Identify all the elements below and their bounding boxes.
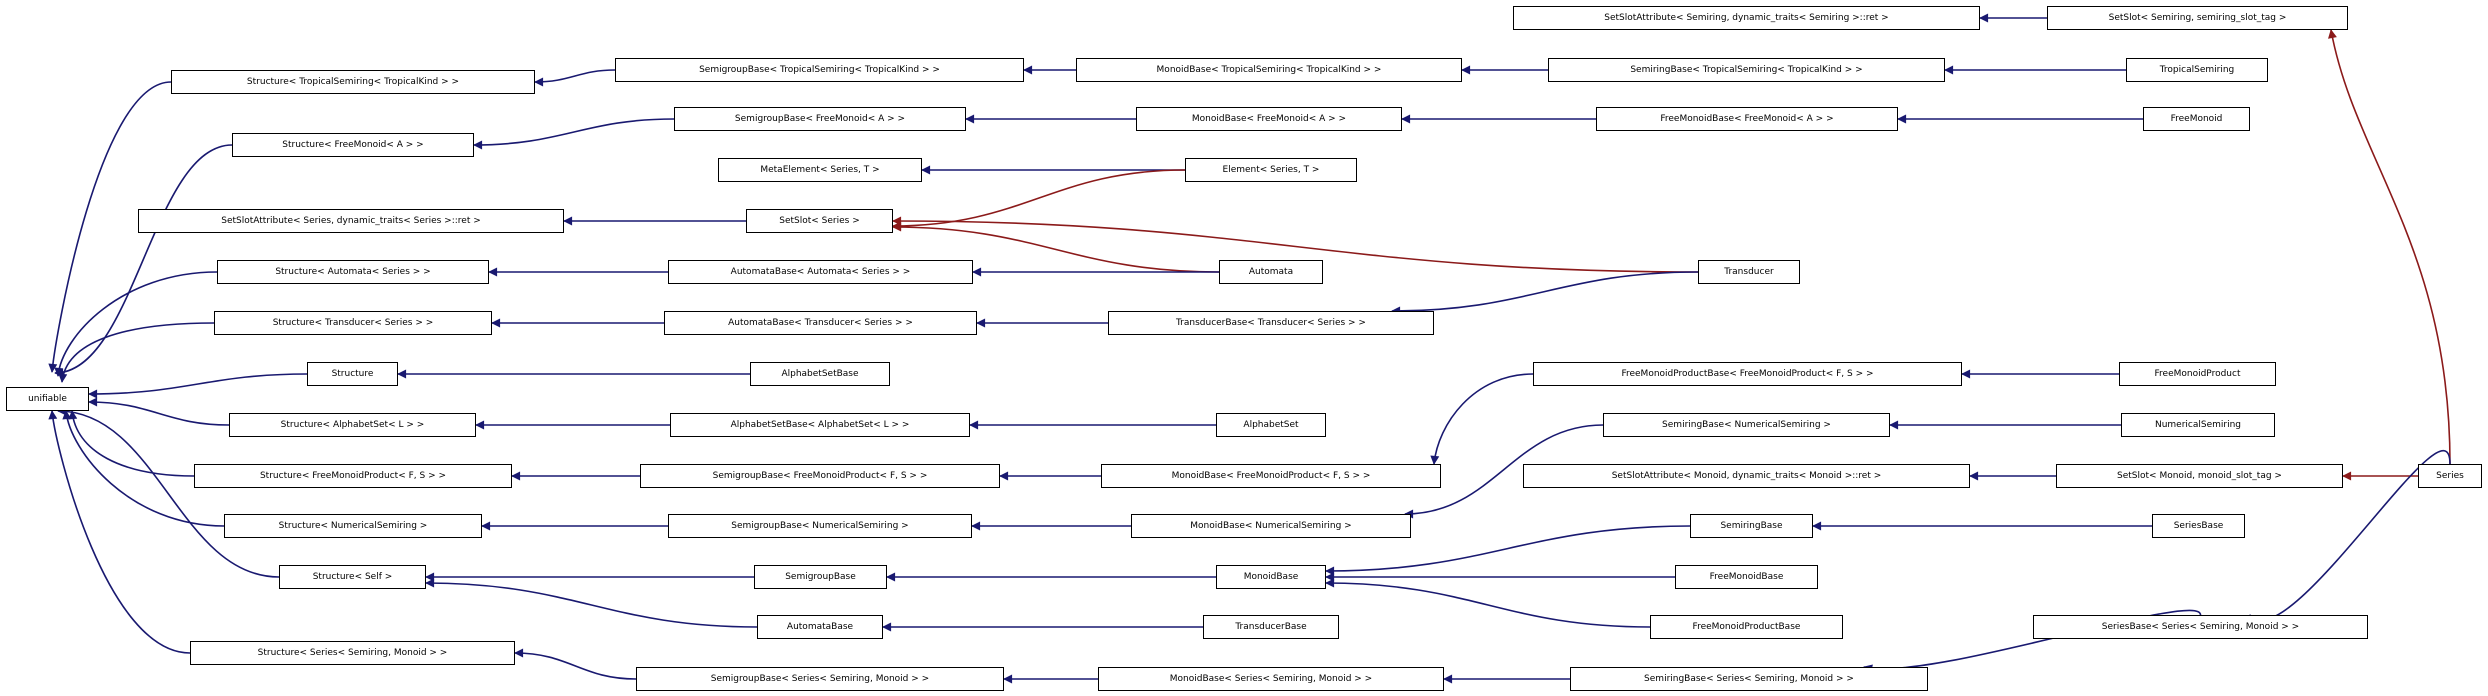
class-node-abs-alpha[interactable]: AlphabetSetBase< AlphabetSet< L > > — [670, 413, 970, 437]
class-node-alphabetset[interactable]: AlphabetSet — [1216, 413, 1326, 437]
edge-usage-automata-to-setslot_series — [892, 222, 1220, 273]
class-node-mb-series[interactable]: MonoidBase< Series< Semiring, Monoid > > — [1098, 667, 1444, 691]
class-node-tb-trans[interactable]: TransducerBase< Transducer< Series > > — [1108, 311, 1434, 335]
class-node-abs-base[interactable]: AlphabetSetBase — [750, 362, 890, 386]
edge-inheritance-transducer-to-tb_trans — [1391, 271, 1699, 316]
class-node-seriesbase[interactable]: SeriesBase — [2152, 514, 2245, 538]
class-node-st-series[interactable]: Structure< Series< Semiring, Monoid > > — [190, 641, 515, 665]
class-node-ab-base[interactable]: AutomataBase — [757, 615, 883, 639]
edge-usage-series-to-setslot_semiring — [2328, 29, 2451, 465]
edge-inheritance-st_trop-to-unifiable — [48, 81, 172, 373]
class-node-transducer[interactable]: Transducer — [1698, 260, 1800, 284]
class-node-sg-num[interactable]: SemigroupBase< NumericalSemiring > — [668, 514, 972, 538]
class-node-sg-trop[interactable]: SemigroupBase< TropicalSemiring< Tropica… — [615, 58, 1024, 82]
edge-inheritance-srb_num-to-mb_num — [1404, 424, 1604, 519]
class-node-st-fm[interactable]: Structure< FreeMonoid< A > > — [232, 133, 474, 157]
edge-usage-element-to-setslot_series — [892, 169, 1186, 231]
edge-inheritance-ab_base-to-st_self — [425, 578, 758, 628]
class-node-fmpb-base[interactable]: FreeMonoidProductBase — [1650, 615, 1843, 639]
class-node-mb-base[interactable]: MonoidBase — [1216, 565, 1326, 589]
edge-inheritance-sg_trop-to-st_trop — [534, 69, 616, 87]
class-node-sg-base[interactable]: SemigroupBase — [754, 565, 887, 589]
class-node-fmp[interactable]: FreeMonoidProduct — [2119, 362, 2276, 386]
edge-inheritance-st_aut-to-unifiable — [54, 271, 218, 377]
class-node-srb-num[interactable]: SemiringBase< NumericalSemiring > — [1603, 413, 1890, 437]
class-node-fmb-fm[interactable]: FreeMonoidBase< FreeMonoid< A > > — [1596, 107, 1898, 131]
class-node-sg-fmp[interactable]: SemigroupBase< FreeMonoidProduct< F, S >… — [640, 464, 1000, 488]
edge-inheritance-srb_base-to-mb_base — [1325, 525, 1691, 576]
class-node-srb-trop[interactable]: SemiringBase< TropicalSemiring< Tropical… — [1548, 58, 1945, 82]
class-node-element[interactable]: Element< Series, T > — [1185, 158, 1357, 182]
class-node-st[interactable]: Structure — [307, 362, 398, 386]
edge-inheritance-st-to-unifiable — [88, 373, 308, 399]
class-node-fmpb-fmp[interactable]: FreeMonoidProductBase< FreeMonoidProduct… — [1533, 362, 1962, 386]
edge-inheritance-st_trans-to-unifiable — [58, 322, 215, 383]
edge-inheritance-st_fm-to-unifiable — [54, 144, 233, 378]
edge-inheritance-fmpb_fmp-to-mb_fmp — [1430, 373, 1534, 465]
edge-inheritance-sg_fm-to-st_fm — [473, 118, 675, 150]
class-node-srb-series[interactable]: SemiringBase< Series< Semiring, Monoid >… — [1570, 667, 1928, 691]
class-node-ssattr-monoid[interactable]: SetSlotAttribute< Monoid, dynamic_traits… — [1523, 464, 1970, 488]
class-node-seriesbase-series[interactable]: SeriesBase< Series< Semiring, Monoid > > — [2033, 615, 2368, 639]
edge-inheritance-st_series-to-unifiable — [48, 410, 191, 654]
class-node-mb-fm[interactable]: MonoidBase< FreeMonoid< A > > — [1136, 107, 1402, 131]
class-node-metaelem[interactable]: MetaElement< Series, T > — [718, 158, 922, 182]
class-node-tropical[interactable]: TropicalSemiring — [2126, 58, 2268, 82]
class-node-series[interactable]: Series — [2418, 464, 2482, 488]
class-node-setslot-monoid[interactable]: SetSlot< Monoid, monoid_slot_tag > — [2056, 464, 2343, 488]
class-node-st-trans[interactable]: Structure< Transducer< Series > > — [214, 311, 492, 335]
class-node-tb-base[interactable]: TransducerBase — [1203, 615, 1339, 639]
class-node-sg-fm[interactable]: SemigroupBase< FreeMonoid< A > > — [674, 107, 966, 131]
class-node-st-fmp[interactable]: Structure< FreeMonoidProduct< F, S > > — [194, 464, 512, 488]
edge-inheritance-st_alpha-to-unifiable — [88, 397, 230, 426]
class-node-ssattr-semiring[interactable]: SetSlotAttribute< Semiring, dynamic_trai… — [1513, 6, 1980, 30]
class-node-mb-trop[interactable]: MonoidBase< TropicalSemiring< TropicalKi… — [1076, 58, 1462, 82]
edge-usage-transducer-to-setslot_series — [892, 216, 1699, 273]
class-node-setslot-semiring[interactable]: SetSlot< Semiring, semiring_slot_tag > — [2047, 6, 2348, 30]
class-node-setslot-series[interactable]: SetSlot< Series > — [746, 209, 893, 233]
class-node-srb-base[interactable]: SemiringBase — [1690, 514, 1813, 538]
edge-inheritance-st_self-to-unifiable — [57, 406, 280, 578]
class-node-st-self[interactable]: Structure< Self > — [279, 565, 426, 589]
class-node-unifiable[interactable]: unifiable — [6, 387, 89, 411]
class-node-st-alpha[interactable]: Structure< AlphabetSet< L > > — [229, 413, 476, 437]
class-node-numerical[interactable]: NumericalSemiring — [2121, 413, 2275, 437]
class-node-st-aut[interactable]: Structure< Automata< Series > > — [217, 260, 489, 284]
class-node-ab-aut[interactable]: AutomataBase< Automata< Series > > — [668, 260, 973, 284]
class-node-freemonoid[interactable]: FreeMonoid — [2143, 107, 2250, 131]
class-node-st-trop[interactable]: Structure< TropicalSemiring< TropicalKin… — [171, 70, 535, 94]
class-node-st-num[interactable]: Structure< NumericalSemiring > — [224, 514, 482, 538]
edge-inheritance-fmpb_base-to-mb_base — [1325, 578, 1651, 628]
class-node-mb-fmp[interactable]: MonoidBase< FreeMonoidProduct< F, S > > — [1101, 464, 1441, 488]
class-node-mb-num[interactable]: MonoidBase< NumericalSemiring > — [1131, 514, 1411, 538]
class-node-automata[interactable]: Automata — [1219, 260, 1323, 284]
edge-inheritance-sg_series-to-st_series — [514, 648, 637, 680]
class-node-ssattr-series[interactable]: SetSlotAttribute< Series, dynamic_traits… — [138, 209, 564, 233]
class-node-fmb-base[interactable]: FreeMonoidBase — [1675, 565, 1818, 589]
edge-inheritance-st_fmp-to-unifiable — [68, 410, 195, 477]
class-node-ab-trans[interactable]: AutomataBase< Transducer< Series > > — [664, 311, 977, 335]
class-node-sg-series[interactable]: SemigroupBase< Series< Semiring, Monoid … — [636, 667, 1004, 691]
